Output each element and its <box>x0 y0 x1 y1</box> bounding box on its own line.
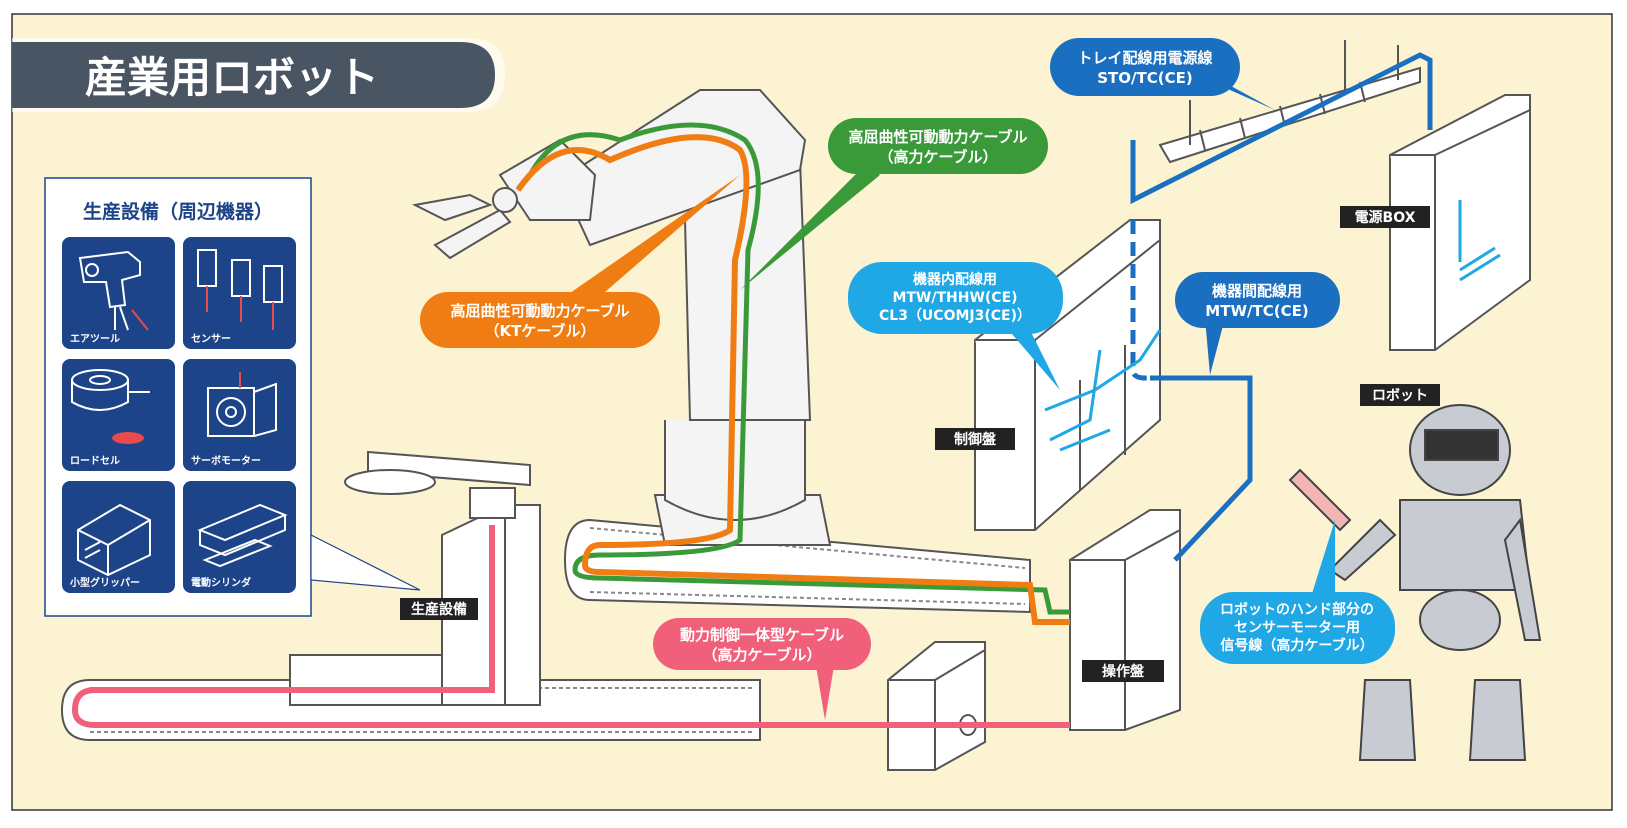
cable-lightblue-internal <box>1044 329 1162 452</box>
peripheral-item-label: エアツール <box>70 333 120 345</box>
cable-tray <box>1158 40 1421 164</box>
peripheral-item-servo-motor: サーボモーター <box>183 359 296 471</box>
callout-internal-wiring-line1: 機器内配線用 <box>913 271 997 288</box>
callout-inter-device-line1: 機器間配線用 <box>1212 282 1302 300</box>
callout-high-flex-power-line2: （高力ケーブル） <box>878 148 997 166</box>
humanoid-robot <box>1288 404 1542 761</box>
callout-inter-device-line2: MTW/TC(CE) <box>1205 302 1308 320</box>
gripper-icon <box>77 503 151 577</box>
tag-production: 生産設備 <box>411 601 467 618</box>
callout-robot-hand-line1: ロボットのハンド部分の <box>1220 601 1374 618</box>
peripheral-item-label: サーボモーター <box>191 454 261 467</box>
cable-lightblue-powerbox <box>1458 200 1501 282</box>
cable-blue-vertical <box>1130 220 1150 381</box>
title-bar: 産業用ロボット <box>12 38 505 112</box>
callout-power-control-line2: （高力ケーブル） <box>702 646 821 664</box>
callout-internal-wiring: 機器内配線用 MTW/THHW(CE) CL3（UCOMJ3(CE)） <box>848 262 1063 390</box>
cable-pink-route <box>71 525 1070 728</box>
cable-orange-route <box>515 134 1070 625</box>
peripheral-panel: 生産設備（周辺機器） エアツール センサー <box>44 177 421 617</box>
callout-tray-cable: トレイ配線用電源線 STO/TC(CE) <box>1050 38 1275 110</box>
peripheral-item-label: 電動シリンダ <box>191 576 251 589</box>
callout-kt-cable: 高屈曲性可動動力ケーブル （KTケーブル） <box>420 175 740 348</box>
junction-box <box>887 641 986 771</box>
peripheral-item-gripper: 小型グリッパー <box>62 481 175 593</box>
cable-blue-inter-device <box>1150 375 1253 562</box>
peripheral-item-label: ロードセル <box>70 455 120 467</box>
sensor-icon <box>197 249 283 330</box>
cable-blue-tray-route <box>1130 52 1433 205</box>
electric-cylinder-icon <box>197 503 288 568</box>
callout-power-control: 動力制御一体型ケーブル （高力ケーブル） <box>653 618 871 720</box>
cable-green-route <box>527 122 1070 615</box>
callout-inter-device: 機器間配線用 MTW/TC(CE) <box>1175 272 1340 375</box>
tag-operation-panel: 操作盤 <box>1102 663 1145 680</box>
peripheral-item-load-cell: ロードセル <box>62 359 175 471</box>
callout-robot-hand: ロボットのハンド部分の センサーモーター用 信号線（高力ケーブル） <box>1200 520 1395 664</box>
page-title: 産業用ロボット <box>85 53 379 102</box>
callout-internal-wiring-line2: MTW/THHW(CE) <box>892 290 1017 306</box>
tag-power-box: 電源BOX <box>1355 209 1416 226</box>
servo-motor-icon <box>207 372 277 437</box>
callout-high-flex-power-line1: 高屈曲性可動動力ケーブル <box>848 128 1027 146</box>
peripheral-item-electric-cylinder: 電動シリンダ <box>183 481 296 593</box>
callout-robot-hand-line2: センサーモーター用 <box>1234 620 1360 636</box>
callout-kt-cable-line2: （KTケーブル） <box>485 322 596 340</box>
tag-robot: ロボット <box>1372 388 1428 404</box>
callout-internal-wiring-line3: CL3（UCOMJ3(CE)） <box>879 308 1031 324</box>
callout-kt-cable-line1: 高屈曲性可動動力ケーブル <box>450 302 629 320</box>
callout-high-flex-power: 高屈曲性可動動力ケーブル （高力ケーブル） <box>740 118 1048 290</box>
callout-power-control-line1: 動力制御一体型ケーブル <box>680 626 844 644</box>
peripheral-item-air-tool: エアツール <box>62 237 175 349</box>
load-cell-icon <box>71 369 150 444</box>
peripheral-item-sensor: センサー <box>183 237 296 349</box>
callout-robot-hand-line3: 信号線（高力ケーブル） <box>1220 637 1373 654</box>
tag-control-panel: 制御盤 <box>954 431 997 448</box>
callout-tray-cable-line2: STO/TC(CE) <box>1097 69 1192 87</box>
peripheral-panel-heading: 生産設備（周辺機器） <box>83 200 273 223</box>
peripheral-item-label: センサー <box>191 333 231 345</box>
peripheral-item-label: 小型グリッパー <box>69 576 140 589</box>
air-tool-icon <box>78 250 149 331</box>
callout-tray-cable-line1: トレイ配線用電源線 <box>1077 49 1212 67</box>
